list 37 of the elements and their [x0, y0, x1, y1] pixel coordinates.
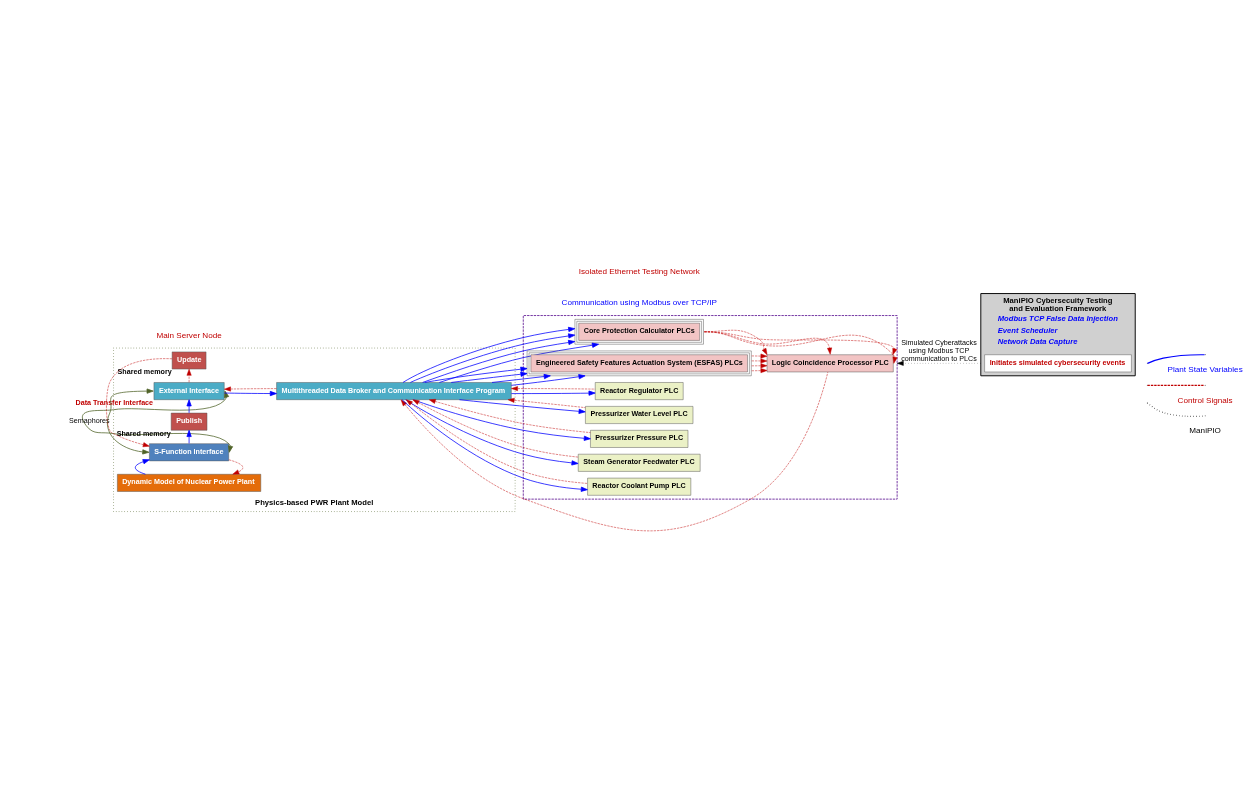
arrow	[704, 331, 898, 364]
arrow	[507, 397, 586, 408]
arrow	[751, 353, 768, 358]
arrow	[400, 371, 829, 531]
arrow	[751, 358, 768, 363]
arrow	[491, 373, 551, 383]
arrow	[186, 368, 192, 382]
arrow	[511, 373, 586, 386]
arrow	[704, 331, 898, 355]
arrow	[459, 398, 586, 414]
label: Isolated Ethernet Testing Network	[578, 266, 700, 276]
arrow	[224, 386, 277, 391]
arrow	[134, 458, 150, 475]
arrow	[424, 366, 528, 383]
legend-label: Plant State Variables	[1167, 364, 1243, 374]
arrow	[106, 357, 173, 447]
arrow	[405, 398, 579, 465]
arrow	[412, 399, 579, 457]
arrow	[186, 429, 192, 444]
arrow	[511, 390, 596, 396]
arrow	[511, 385, 596, 391]
label: Communication using Modbus over TCP/IP	[561, 297, 717, 307]
legend-label: Control Signals	[1177, 395, 1233, 405]
arrow	[751, 367, 768, 373]
arrow	[186, 398, 192, 413]
legend-label: ManiPIO	[1189, 425, 1221, 435]
label: Main Server Node	[156, 330, 222, 340]
arrow	[422, 339, 576, 383]
arrow	[450, 371, 528, 383]
arrow	[751, 362, 768, 368]
arrow	[107, 388, 154, 454]
arrow	[224, 390, 277, 396]
arrow	[896, 360, 982, 366]
arrow	[82, 390, 233, 453]
arrow	[428, 398, 591, 433]
arrow	[228, 459, 244, 474]
arrow	[413, 398, 591, 441]
